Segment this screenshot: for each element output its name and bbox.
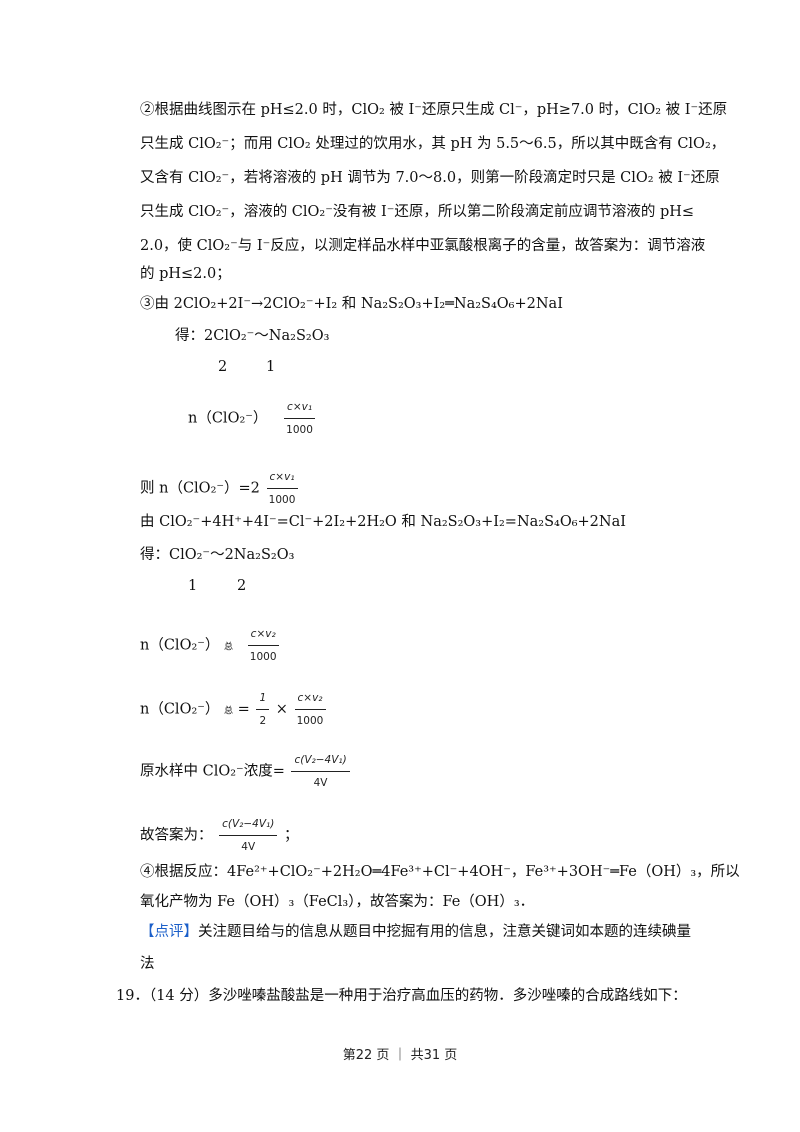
fraction-cv1-result-numerator: c×v₁: [266, 467, 298, 489]
fraction-concentration-numerator: c(V₂−4V₁): [291, 750, 350, 772]
fraction-half-denominator: 2: [259, 715, 267, 727]
fraction-cv2-b: c×v₂ 1000: [294, 688, 326, 731]
fraction-cv1-denominator: 1000: [286, 424, 313, 436]
comment-tag: 【点评】: [140, 924, 198, 940]
comment-text-1: 关注题目给与的信息从题目中挖掘有用的信息，注意关键词如本题的连续碘量: [198, 924, 691, 940]
fraction-cv1-numerator: c×v₁: [284, 397, 316, 419]
fraction-answer-denominator: 4V: [241, 841, 256, 853]
paragraph-2-line-3: 又含有 ClO₂⁻，若将溶液的 pH 调节为 7.0～8.0，则第一阶段滴定时只…: [140, 170, 720, 186]
paragraph-2-line-5: 2.0，使 ClO₂⁻与 I⁻反应，以测定样品水样中亚氯酸根离子的含量，故答案为…: [140, 238, 706, 254]
paragraph-4-line-1: ④根据反应：4Fe²⁺+ClO₂⁻+2H₂O═4Fe³⁺+Cl⁻+4OH⁻，Fe…: [140, 864, 740, 880]
n-clo2-label: n（ClO₂⁻）: [188, 410, 268, 427]
paragraph-3-relation-2: 得：ClO₂⁻～2Na₂S₂O₃: [140, 547, 295, 563]
fraction-cv2-b-denominator: 1000: [296, 715, 324, 727]
ratio-2b: 2: [237, 578, 247, 594]
ratio-2: 2: [218, 359, 228, 375]
paragraph-3-reaction: ③由 2ClO₂+2I⁻→2ClO₂⁻+I₂ 和 Na₂S₂O₃+I₂═Na₂S…: [140, 296, 563, 312]
paragraph-2-line-1: ②根据曲线图示在 pH≤2.0 时，ClO₂ 被 I⁻还原只生成 Cl⁻，pH≥…: [140, 102, 728, 118]
fraction-half-numerator: 1: [256, 688, 270, 710]
fraction-answer: c(V₂−4V₁) 4V: [219, 814, 278, 857]
ratio-1b: 1: [188, 578, 198, 594]
fraction-concentration: c(V₂−4V₁) 4V: [291, 750, 350, 793]
fraction-half: 1 2: [256, 688, 270, 731]
fraction-cv1: c×v₁ 1000: [284, 397, 316, 440]
fraction-cv2-denominator: 1000: [249, 651, 277, 663]
paragraph-2-line-6: 的 pH≤2.0；: [140, 266, 231, 282]
n-clo2-total-label: n（ClO₂⁻）: [140, 637, 220, 654]
comment-line-1: 【点评】关注题目给与的信息从题目中挖掘有用的信息，注意关键词如本题的连续碘量: [140, 922, 691, 942]
n-clo2-total-line: n（ClO₂⁻） 总 c×v₂ 1000: [140, 624, 281, 667]
n-clo2-result-line: 则 n（ClO₂⁻）=2 c×v₁ 1000: [140, 467, 300, 510]
paragraph-2-line-4: 只生成 ClO₂⁻，溶液的 ClO₂⁻没有被 I⁻还原，所以第二阶段滴定前应调节…: [140, 204, 695, 220]
fraction-cv2-b-numerator: c×v₂: [294, 688, 326, 710]
page-footer: 第22 页 ｜ 共31 页: [342, 1048, 458, 1063]
paragraph-2-line-2: 只生成 ClO₂⁻；而用 ClO₂ 处理过的饮用水，其 pH 为 5.5～6.5…: [140, 136, 726, 152]
n-clo2-total-half-line: n（ClO₂⁻） 总 = 1 2 × c×v₂ 1000: [140, 688, 328, 731]
comment-line-2: 法: [140, 956, 155, 972]
fraction-concentration-denominator: 4V: [313, 777, 328, 789]
concentration-label: 原水样中 ClO₂⁻浓度=: [140, 763, 285, 780]
fraction-cv1-result-denominator: 1000: [268, 494, 296, 506]
equals-sign: =: [237, 701, 250, 718]
fraction-answer-numerator: c(V₂−4V₁): [219, 814, 278, 836]
answer-semicolon: ；: [283, 827, 299, 844]
concentration-line: 原水样中 ClO₂⁻浓度= c(V₂−4V₁) 4V: [140, 750, 352, 793]
answer-line: 故答案为： c(V₂−4V₁) 4V ；: [140, 814, 298, 857]
paragraph-4-line-2: 氧化产物为 Fe（OH）₃（FeCl₃），故答案为：Fe（OH）₃．: [140, 894, 535, 910]
subscript-zong-2: 总: [224, 706, 234, 717]
n-clo2-line: n（ClO₂⁻） c×v₁ 1000: [188, 397, 317, 440]
n-clo2-result-label: 则 n（ClO₂⁻）=2: [140, 480, 260, 497]
paragraph-3-relation: 得：2ClO₂⁻～Na₂S₂O₃: [175, 328, 330, 344]
times-sign: ×: [275, 701, 288, 718]
n-clo2-total-label-2: n（ClO₂⁻）: [140, 701, 220, 718]
fraction-cv2: c×v₂ 1000: [247, 624, 279, 667]
question-19: 19．（14 分）多沙唑嗪盐酸盐是一种用于治疗高血压的药物．多沙唑嗪的合成路线如…: [116, 988, 687, 1004]
fraction-cv1-result: c×v₁ 1000: [266, 467, 298, 510]
fraction-cv2-numerator: c×v₂: [247, 624, 279, 646]
paragraph-3-reaction-2: 由 ClO₂⁻+4H⁺+4I⁻=Cl⁻+2I₂+2H₂O 和 Na₂S₂O₃+I…: [140, 514, 626, 530]
subscript-zong: 总: [224, 642, 234, 653]
answer-label: 故答案为：: [140, 827, 213, 844]
ratio-1: 1: [266, 359, 276, 375]
